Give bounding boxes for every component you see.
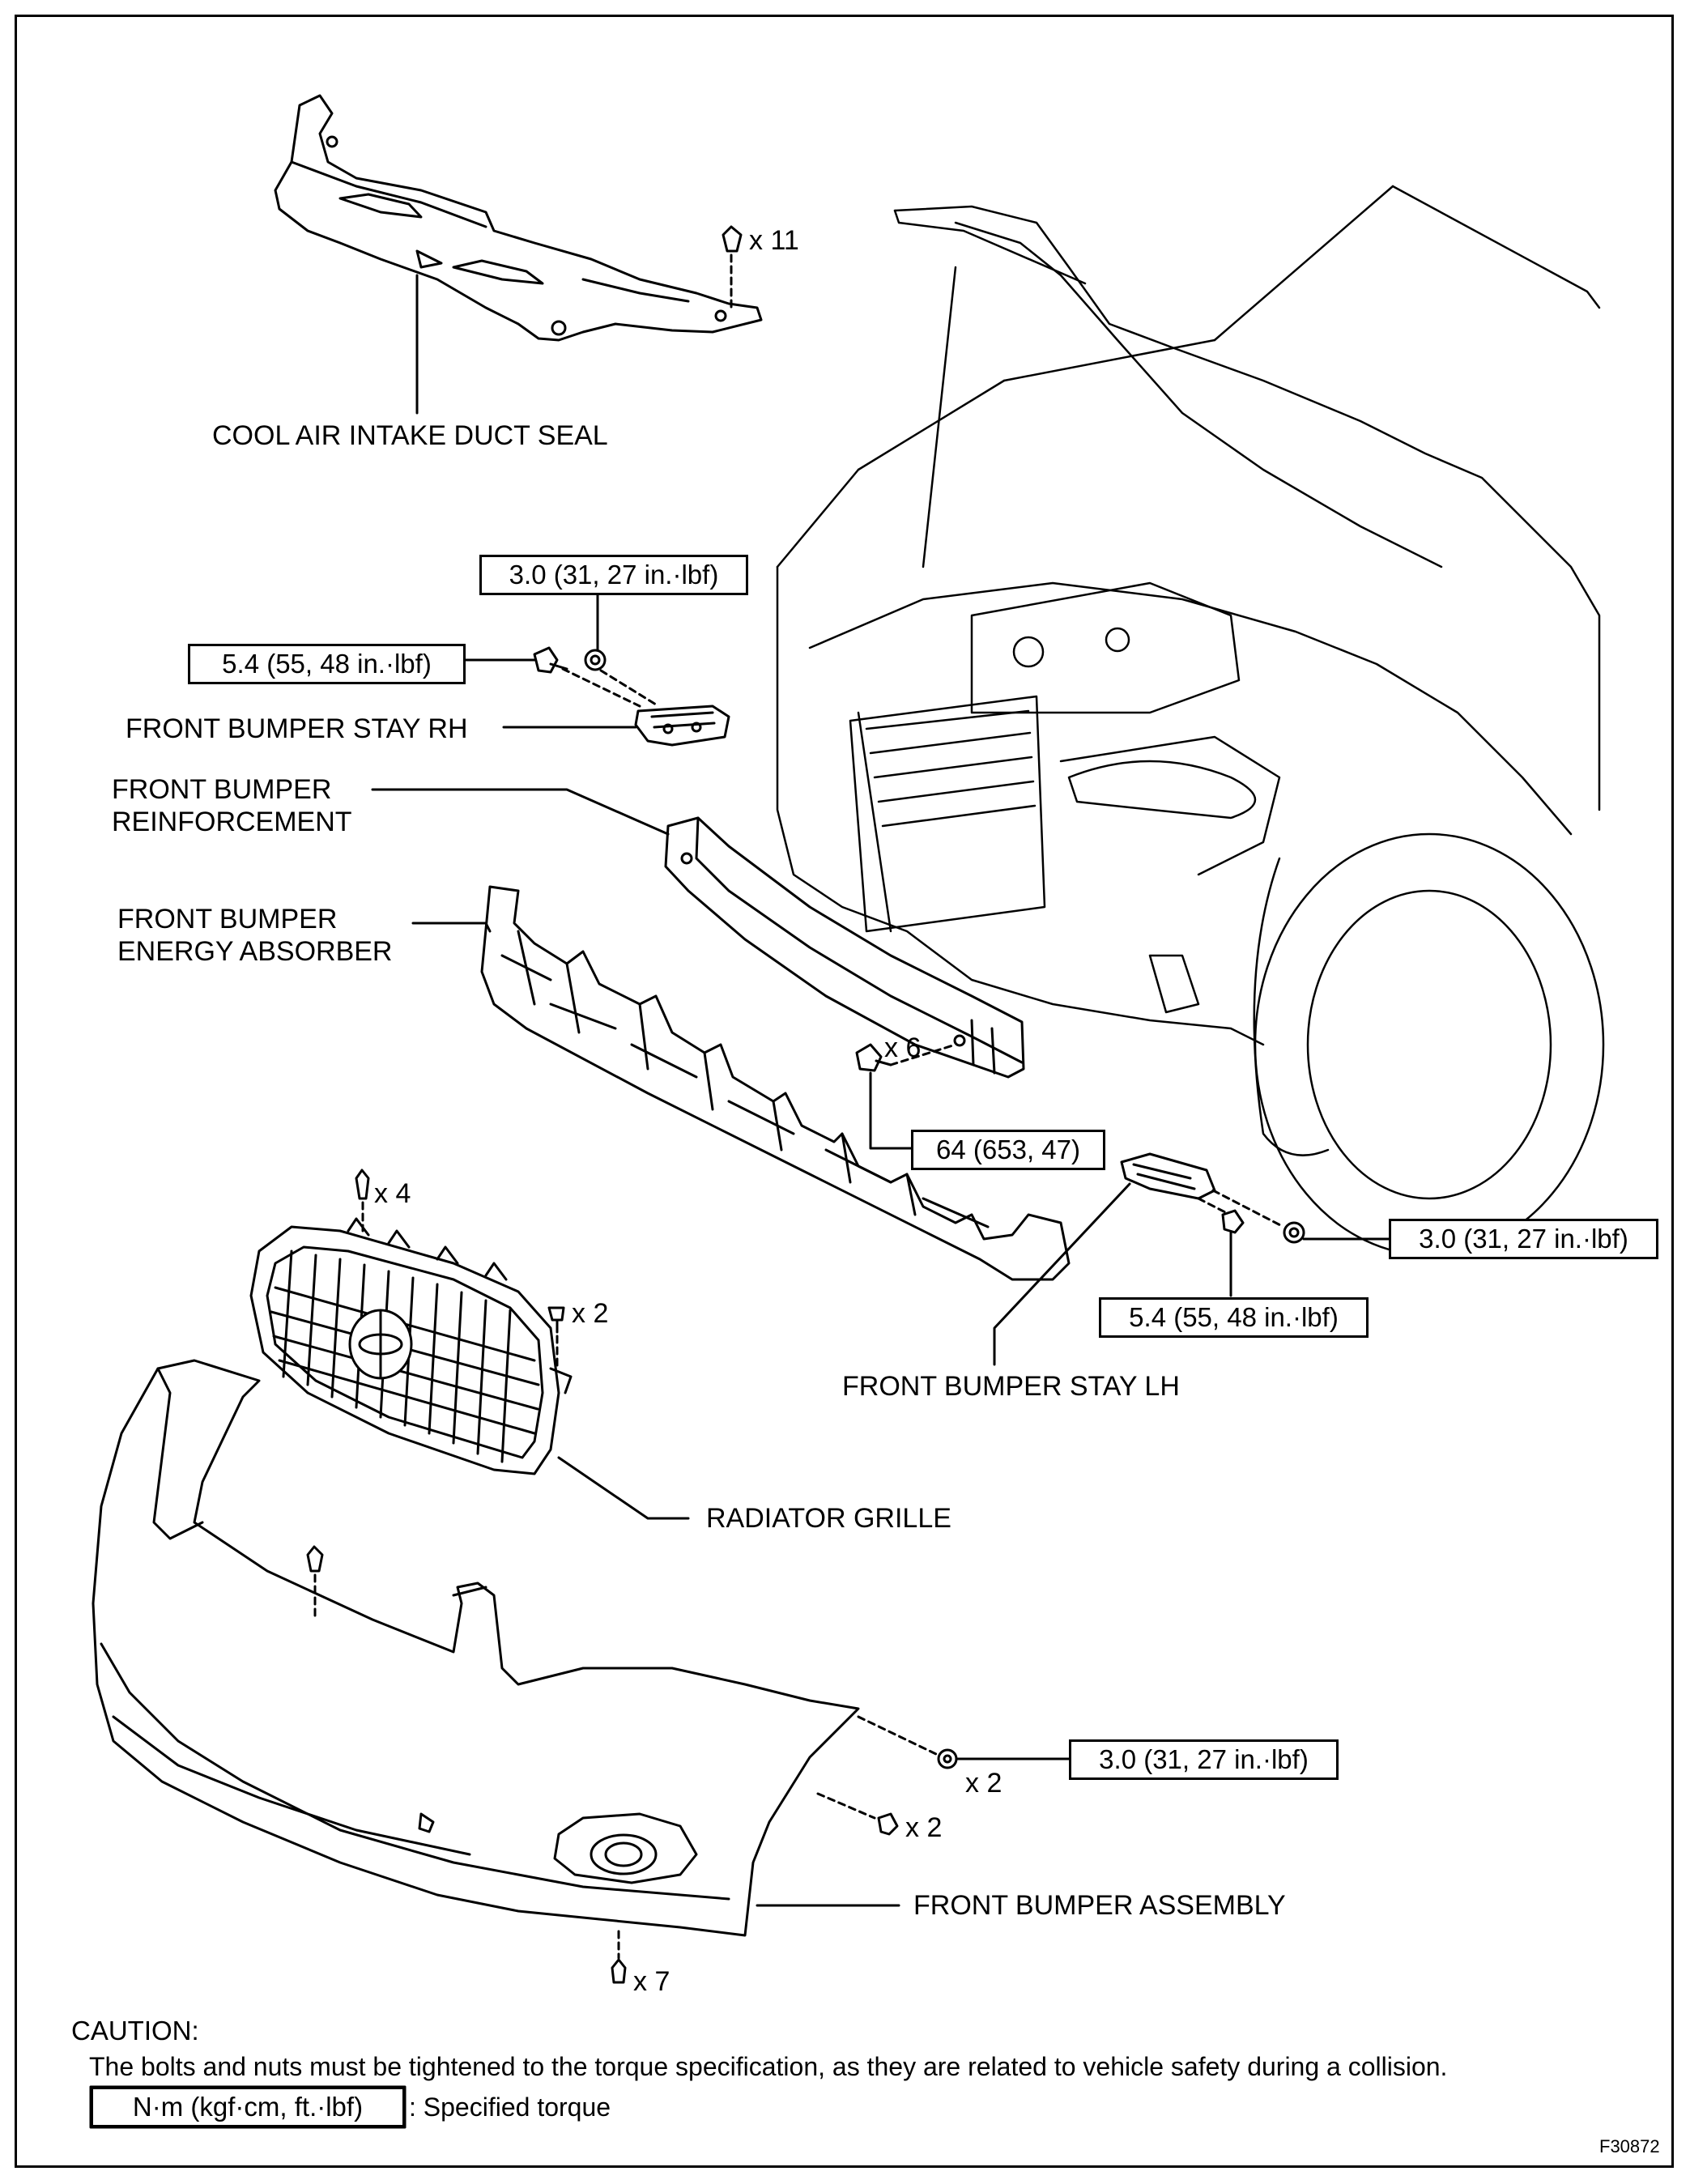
- count-grille-clip: x 4: [374, 1178, 411, 1209]
- energy-absorber-leader: [411, 922, 492, 933]
- count-bumper-bottom: x 7: [633, 1966, 670, 1997]
- screw-icon: [547, 1306, 565, 1334]
- torque-box-rh-left: 5.4 (55, 48 in.·lbf): [188, 644, 466, 684]
- caution-title: CAUTION:: [71, 2016, 199, 2046]
- label-front-bumper-reinforcement-2: REINFORCEMENT: [112, 807, 352, 837]
- front-bumper-stay-rh-part: [634, 705, 730, 747]
- label-front-bumper-reinforcement-1: FRONT BUMPER: [112, 774, 332, 805]
- label-front-bumper-energy-absorber-1: FRONT BUMPER: [117, 904, 338, 934]
- count-duct-clip: x 11: [749, 225, 799, 256]
- label-front-bumper-assembly: FRONT BUMPER ASSEMBLY: [913, 1890, 1286, 1921]
- torque-box-lh-right: 3.0 (31, 27 in.·lbf): [1389, 1219, 1658, 1259]
- vehicle-engine-bay: [776, 185, 1605, 1257]
- label-cool-air-intake-duct-seal: COOL AIR INTAKE DUCT SEAL: [212, 420, 608, 451]
- nut-icon: [937, 1748, 958, 1769]
- bolt-icon: [855, 1043, 892, 1072]
- grille-leader: [557, 1456, 690, 1520]
- diagram-frame: [15, 15, 1674, 2168]
- nut-icon: [1283, 1221, 1305, 1244]
- clip-icon: [877, 1812, 899, 1836]
- caution-text: The bolts and nuts must be tightened to …: [89, 2052, 1448, 2081]
- label-front-bumper-stay-lh: FRONT BUMPER STAY LH: [842, 1371, 1180, 1402]
- reinforcement-torque-leader: [869, 1071, 913, 1150]
- figure-id: F30872: [1599, 2136, 1660, 2156]
- front-bumper-assembly-part: [92, 1359, 860, 1937]
- front-bumper-stay-lh-part: [1120, 1152, 1216, 1200]
- clip-icon: [355, 1169, 370, 1200]
- torque-box-reinforcement: 64 (653, 47): [911, 1130, 1105, 1170]
- count-grille-screw: x 2: [572, 1298, 609, 1329]
- clip-icon: [611, 1958, 627, 1984]
- stay-lh-leader: [993, 1182, 1131, 1366]
- label-front-bumper-energy-absorber-2: ENERGY ABSORBER: [117, 936, 393, 967]
- front-bumper-energy-absorber-part: [480, 885, 1071, 1281]
- front-bumper-reinforcement-part: [664, 816, 1025, 1079]
- label-radiator-grille: RADIATOR GRILLE: [706, 1503, 951, 1534]
- torque-box-rh-upper: 3.0 (31, 27 in.·lbf): [479, 555, 748, 595]
- legend-torque-text: : Specified torque: [409, 2092, 611, 2122]
- torque-box-bumper: 3.0 (31, 27 in.·lbf): [1069, 1739, 1339, 1780]
- count-bumper-clip: x 2: [905, 1812, 943, 1843]
- reinforcement-leader: [371, 788, 670, 836]
- radiator-grille-part: [249, 1217, 573, 1475]
- nut-icon: [584, 649, 607, 671]
- clip-icon: [306, 1545, 324, 1573]
- torque-box-lh-lower: 5.4 (55, 48 in.·lbf): [1099, 1297, 1369, 1338]
- clip-icon: [722, 225, 743, 253]
- label-front-bumper-stay-rh: FRONT BUMPER STAY RH: [126, 713, 468, 744]
- count-reinforcement-bolt: x 6: [884, 1032, 922, 1063]
- cool-air-intake-duct-seal-part: [274, 94, 763, 342]
- count-bumper-screw: x 2: [965, 1768, 1003, 1799]
- bolt-icon: [1221, 1209, 1245, 1234]
- bolt-icon: [533, 646, 568, 674]
- legend-torque-box: N·m (kgf·cm, ft.·lbf): [91, 2087, 405, 2127]
